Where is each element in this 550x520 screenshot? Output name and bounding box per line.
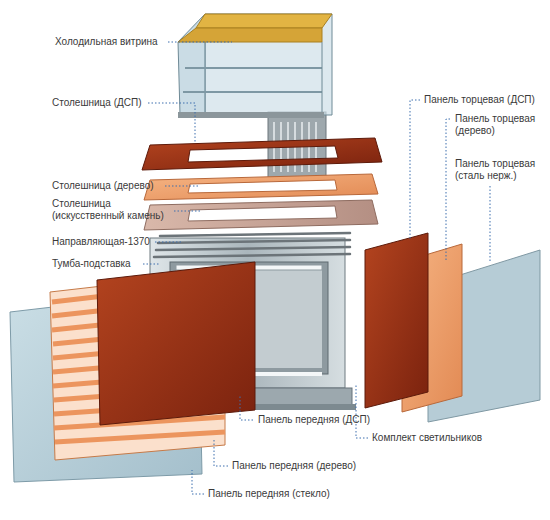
leader-lines <box>143 42 490 494</box>
display-case <box>178 14 332 178</box>
part-label: Панель торцевая (ДСП) <box>424 94 535 106</box>
part-label: Панель торцевая (сталь нерж.) <box>455 158 545 182</box>
guide-rail <box>154 233 350 257</box>
part-label: Холодильная витрина <box>55 36 158 48</box>
front-panel-dsp <box>97 262 255 425</box>
part-label: Панель передняя (дерево) <box>232 460 356 472</box>
part-label: Столешница (дерево) <box>52 180 154 192</box>
part-label: Столешница (искусственный камень) <box>52 198 172 222</box>
countertop-stone <box>144 200 378 230</box>
part-label: Панель передняя (стекло) <box>208 488 330 500</box>
part-label: Панель передняя (ДСП) <box>258 414 370 426</box>
side-panel-dsp <box>365 233 428 408</box>
part-label: Тумба-подставка <box>52 258 131 270</box>
part-label: Комплект светильников <box>372 432 482 444</box>
part-label: Столешница (ДСП) <box>52 97 141 109</box>
countertop-dsp <box>142 138 382 170</box>
part-label: Панель торцевая (дерево) <box>455 113 545 137</box>
countertop-wood <box>144 174 378 200</box>
part-label: Направляющая-1370 <box>52 236 150 248</box>
